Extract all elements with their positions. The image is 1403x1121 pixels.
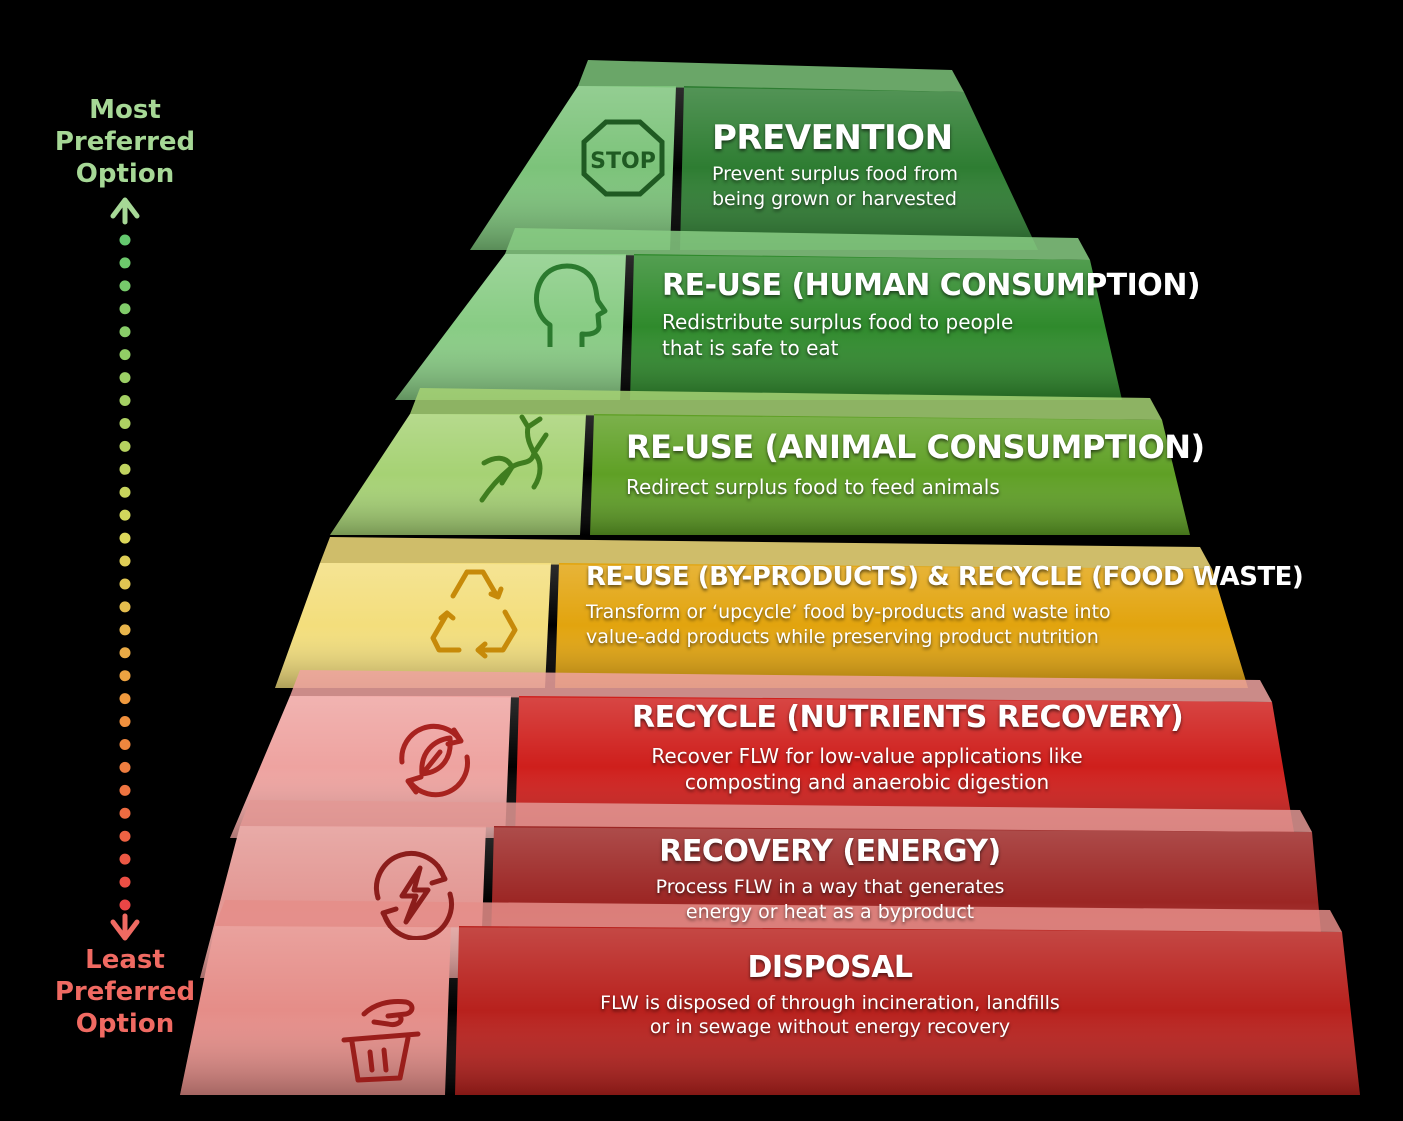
tier-top-face: [505, 228, 1090, 260]
tier-title: RE-USE (HUMAN CONSUMPTION): [662, 268, 1201, 303]
scale-dot: [119, 234, 131, 246]
scale-top-line-2: Preferred: [54, 127, 196, 157]
tier-shading: [275, 563, 1248, 688]
tier-title: RE-USE (ANIMAL CONSUMPTION): [626, 428, 1205, 466]
scale-dot: [119, 509, 131, 521]
leaf-cycle-icon: [399, 723, 470, 798]
least-preferred-label: Least Preferred Option: [45, 944, 205, 1040]
tier-description-line: being grown or harvested: [712, 188, 957, 210]
tier-description: Transform or ‘upcycle’ food by-products …: [586, 600, 1303, 650]
tier-description-line: Process FLW in a way that generates: [655, 876, 1005, 898]
tier-description-line: Prevent surplus food from: [712, 163, 958, 185]
tier-description-line: value-add products while preserving prod…: [586, 626, 1099, 648]
scale-dot: [119, 578, 131, 590]
scale-dot: [119, 738, 131, 750]
scale-dot: [119, 716, 131, 728]
tier-shading: [330, 414, 1190, 535]
scale-dot: [119, 555, 131, 567]
tier-reuse-human: RE-USE (HUMAN CONSUMPTION) Redistribute …: [662, 268, 1201, 361]
scale-dot: [119, 899, 131, 911]
tier-shading: [180, 926, 1360, 1095]
tier-title: PREVENTION: [712, 118, 953, 158]
scale-dot: [119, 463, 131, 475]
tier-description: Recover FLW for low-value applications l…: [632, 743, 1102, 795]
tier-top-face: [578, 60, 964, 92]
scale-dot: [119, 395, 131, 407]
tier-description-line: composting and anaerobic digestion: [684, 770, 1050, 794]
tier-recycle-nutrients: RECYCLE (NUTRIENTS RECOVERY) Recover FLW…: [632, 700, 1184, 795]
tier-reuse-animal: RE-USE (ANIMAL CONSUMPTION) Redirect sur…: [626, 428, 1205, 500]
preference-scale-dots: [110, 197, 140, 941]
tier-description-line: Redirect surplus food to feed animals: [626, 475, 1000, 499]
arrow-up-icon: [110, 197, 140, 225]
tier-description: Process FLW in a way that generates ener…: [630, 875, 1030, 925]
scale-dot: [119, 807, 131, 819]
scale-dot: [119, 303, 131, 315]
tier-title: RE-USE (BY-PRODUCTS) & RECYCLE (FOOD WAS…: [586, 562, 1304, 592]
animal-icon: [479, 414, 549, 503]
tier-reuse-byproducts: RE-USE (BY-PRODUCTS) & RECYCLE (FOOD WAS…: [586, 562, 1304, 650]
scale-dot: [119, 647, 131, 659]
arrow-down-icon: [110, 913, 140, 941]
stop-sign-text: STOP: [590, 149, 656, 174]
scale-dot: [119, 601, 131, 613]
tier-shading: [395, 254, 1122, 400]
scale-dot: [119, 326, 131, 338]
tier-disposal: DISPOSAL FLW is disposed of through inci…: [590, 950, 1070, 1039]
scale-bottom-line-3: Option: [75, 1009, 175, 1039]
scale-dot: [119, 830, 131, 842]
tier-title: DISPOSAL: [747, 950, 913, 985]
scale-dot: [119, 784, 131, 796]
tier-title: RECYCLE (NUTRIENTS RECOVERY): [632, 700, 1184, 735]
scale-dot: [119, 280, 131, 292]
stop-sign-icon: STOP: [581, 119, 665, 197]
scale-dot: [119, 876, 131, 888]
scale-dot: [119, 349, 131, 361]
tier-description: FLW is disposed of through incineration,…: [590, 991, 1070, 1039]
tier-description-line: that is safe to eat: [662, 336, 839, 360]
scale-dot: [119, 853, 131, 865]
tier-description: Redistribute surplus food to people that…: [662, 309, 1200, 361]
tier-top-face: [290, 670, 1272, 702]
tier-description: Prevent surplus food from being grown or…: [712, 162, 958, 212]
tier-description-line: energy or heat as a byproduct: [685, 901, 975, 923]
tier-top-face: [215, 900, 1342, 932]
tier-top-face: [410, 388, 1162, 420]
scale-bottom-line-2: Preferred: [54, 977, 196, 1007]
tier-description-line: Redistribute surplus food to people: [662, 310, 1014, 334]
tier-description-line: FLW is disposed of through incineration,…: [600, 992, 1060, 1014]
scale-dot: [119, 257, 131, 269]
tier-description-line: Transform or ‘upcycle’ food by-products …: [586, 601, 1111, 623]
scale-dot: [119, 440, 131, 452]
scale-dot: [119, 532, 131, 544]
tier-recovery-energy: RECOVERY (ENERGY) Process FLW in a way t…: [630, 834, 1030, 925]
tier-top-face: [320, 537, 1212, 569]
tier-top-face: [240, 800, 1312, 832]
tier-title: RECOVERY (ENERGY): [659, 834, 1001, 869]
most-preferred-label: Most Preferred Option: [45, 94, 205, 190]
scale-dot: [119, 372, 131, 384]
tier-description: Redirect surplus food to feed animals: [626, 474, 1205, 500]
scale-top-line-1: Most: [89, 95, 161, 125]
tier-prevention: PREVENTION Prevent surplus food from bei…: [712, 118, 958, 212]
scale-dot: [119, 693, 131, 705]
scale-top-line-3: Option: [75, 159, 175, 189]
tier-description-line: Recover FLW for low-value applications l…: [651, 744, 1083, 768]
scale-dot: [119, 670, 131, 682]
trash-bin-icon: [341, 999, 421, 1083]
energy-cycle-icon: [374, 851, 454, 940]
scale-dot: [119, 417, 131, 429]
scale-dot: [119, 486, 131, 498]
scale-dot: [119, 624, 131, 636]
scale-bottom-line-1: Least: [85, 945, 165, 975]
tier-shading: [470, 86, 1038, 250]
scale-dot: [119, 761, 131, 773]
recycle-icon: [430, 569, 518, 659]
tier-description-line: or in sewage without energy recovery: [649, 1016, 1011, 1038]
human-head-icon: [534, 263, 608, 347]
